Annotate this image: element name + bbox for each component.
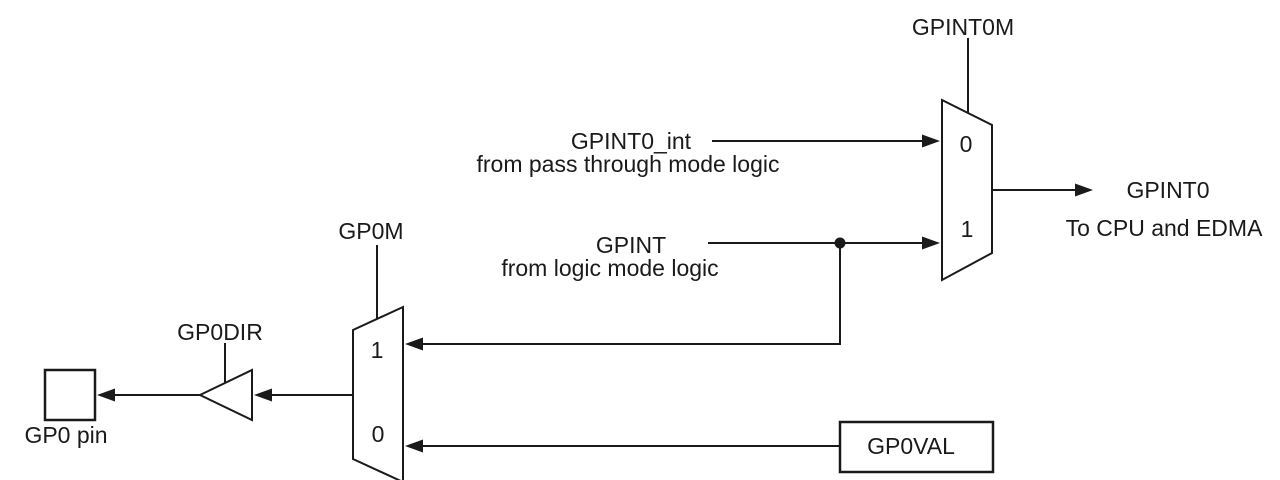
gp0m-control-label: GP0M bbox=[338, 218, 403, 244]
gpint0m-mux-input0-label: 0 bbox=[960, 131, 973, 157]
gp0m-mux-input1-label: 1 bbox=[371, 337, 384, 363]
gp0val-arrowhead-icon bbox=[405, 439, 423, 453]
gpint-signal-name: GPINT bbox=[596, 232, 666, 258]
gpint-arrowhead-icon bbox=[922, 236, 940, 250]
gpint0-int-signal-source: from pass through mode logic bbox=[477, 151, 780, 177]
gp0val-label: GP0VAL bbox=[867, 433, 955, 459]
gp0-pin-box bbox=[43, 368, 97, 422]
gpint0m-control-label: GPINT0M bbox=[912, 14, 1014, 40]
gp0m-mux-input0-label: 0 bbox=[372, 421, 385, 447]
gpint0-int-arrowhead-icon bbox=[922, 134, 940, 148]
gpint-signal-source: from logic mode logic bbox=[501, 255, 718, 281]
gpint0m-mux bbox=[941, 98, 993, 282]
gpint0-signal-name: GPINT0 bbox=[1126, 177, 1209, 203]
gpint0-signal-destination: To CPU and EDMA bbox=[1066, 215, 1264, 241]
gp0m-output-arrowhead-icon bbox=[254, 388, 272, 402]
gp0-pin-arrowhead-icon bbox=[97, 388, 115, 402]
gpint-branch-wire bbox=[422, 243, 841, 345]
gp0dir-control-label: GP0DIR bbox=[177, 319, 263, 345]
gpint0-output-arrowhead-icon bbox=[1075, 183, 1093, 197]
gp0m-mux bbox=[352, 305, 404, 480]
gpint-branch-arrowhead-icon bbox=[405, 337, 423, 351]
gpint0-int-signal-name: GPINT0_int bbox=[571, 128, 692, 154]
gp0-pin-label: GP0 pin bbox=[24, 422, 107, 448]
gpint0m-mux-input1-label: 1 bbox=[961, 216, 974, 242]
